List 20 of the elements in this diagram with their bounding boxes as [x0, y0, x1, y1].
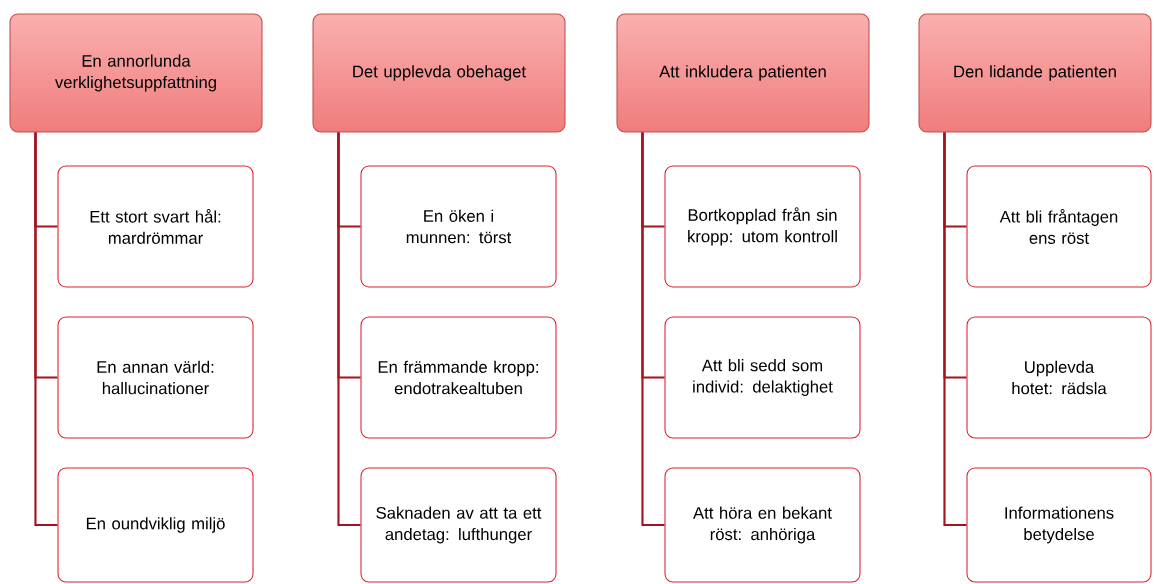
theme-box: Bortkopplad från sin kropp: utom kontroll	[664, 165, 861, 288]
theme-box: Att höra en bekant röst: anhöriga	[664, 467, 861, 583]
connector-line	[337, 132, 361, 527]
category-box: Den lidande patienten	[918, 13, 1152, 133]
connector-line	[641, 132, 665, 527]
connector-line	[34, 132, 58, 527]
theme-box: En annan värld: hallucinationer	[57, 316, 254, 439]
theme-box: Ett stort svart hål: mardrömmar	[57, 165, 254, 288]
theme-box: Informationens betydelse	[966, 467, 1152, 583]
theme-box: Upplevda hotet: rädsla	[966, 316, 1152, 439]
theme-box: En främmande kropp: endotrakealtuben	[360, 316, 557, 439]
connector-line	[943, 132, 967, 527]
theme-box: Att bli sedd som individ: delaktighet	[664, 316, 861, 439]
theme-box: En oundviklig miljö	[57, 467, 254, 583]
category-box: Det upplevda obehaget	[312, 13, 566, 133]
theme-box: Att bli fråntagen ens röst	[966, 165, 1152, 288]
theme-box: En öken i munnen: törst	[360, 165, 557, 288]
category-box: Att inkludera patienten	[616, 13, 870, 133]
category-box: En annorlunda verklighetsuppfattning	[9, 13, 263, 133]
theme-box: Saknaden av att ta ett andetag: lufthunger	[360, 467, 557, 583]
